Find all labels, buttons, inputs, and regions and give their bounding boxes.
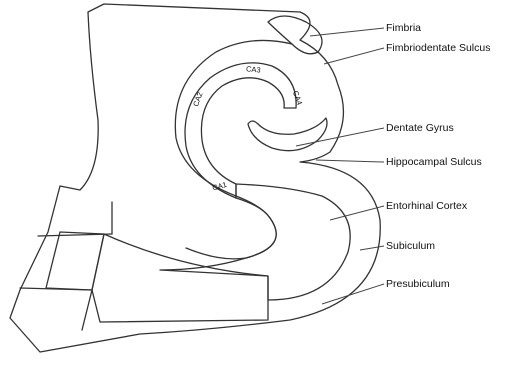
parahippocampal-gyrus-left [46, 232, 104, 290]
ca4-label: CA4 [291, 89, 304, 106]
subiculum-label: Subiculum [386, 240, 435, 252]
fimbriodentate-sulcus-label: Fimbriodentate Sulcus [386, 42, 490, 54]
entorhinal-cortex-label: Entorhinal Cortex [386, 200, 468, 212]
dentate-gyrus-label: Dentate Gyrus [386, 122, 454, 134]
entorhinal-cortex-band [160, 184, 350, 300]
dentate-gyrus-shape [248, 118, 327, 151]
presubiculum-label: Presubiculum [386, 278, 450, 290]
hippocampal-sulcus-label: Hippocampal Sulcus [386, 156, 482, 168]
ca2-label: CA2 [191, 91, 204, 108]
hippocampal-tissue [10, 4, 380, 352]
parahippocampal-gyrus-label: Parahippocampal Gyrus [124, 285, 231, 296]
ca1-label: CA1 [211, 180, 227, 192]
parahippocampal-gyrus-main [92, 234, 268, 322]
fimbria-label: Fimbria [386, 22, 421, 34]
ca3-label: CA3 [246, 64, 261, 74]
